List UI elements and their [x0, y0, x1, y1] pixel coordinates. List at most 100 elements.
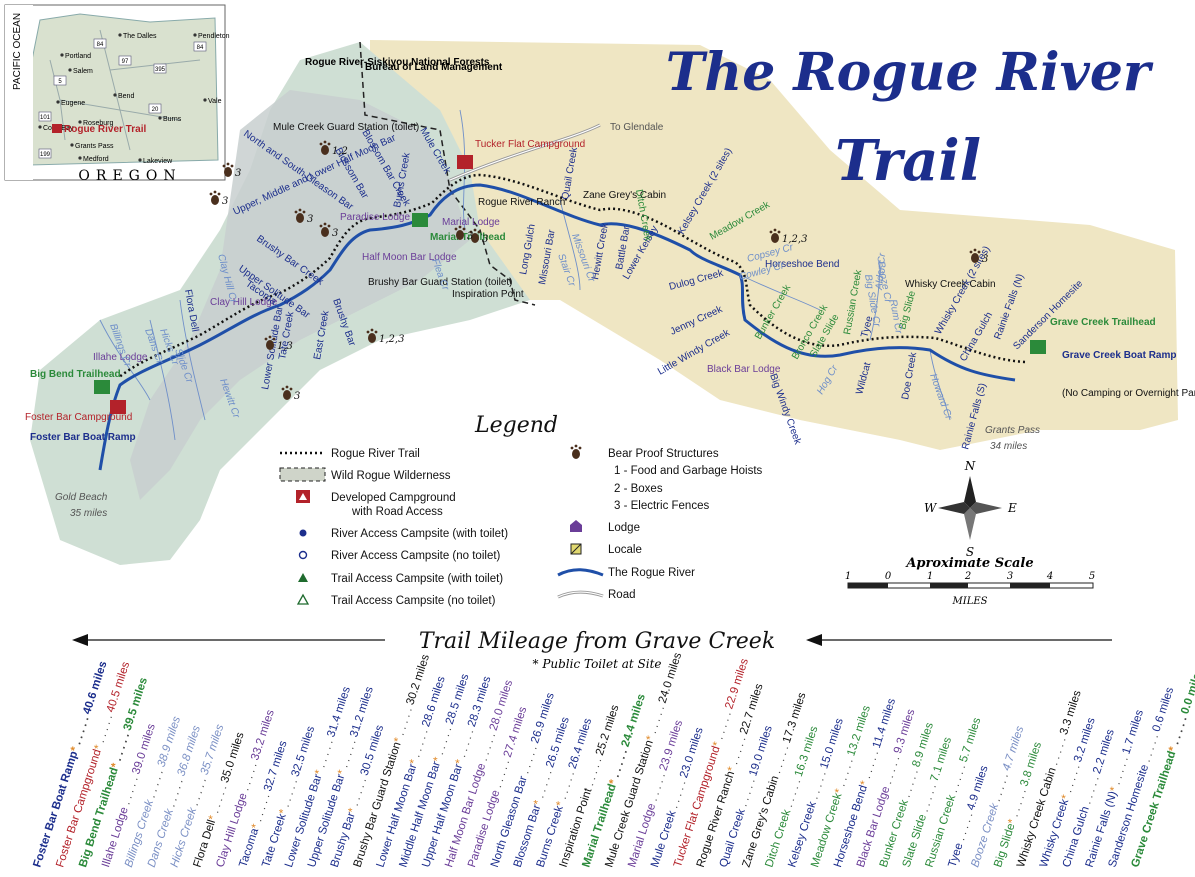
svg-text:with Road Access: with Road Access	[351, 506, 443, 518]
svg-text:Burns: Burns	[163, 116, 182, 123]
trailhead-icons	[94, 213, 1046, 394]
svg-text:Road: Road	[608, 589, 636, 601]
svg-text:Trail Access Campsite (with to: Trail Access Campsite (with toilet)	[331, 573, 503, 585]
svg-text:Foster Bar Boat Ramp: Foster Bar Boat Ramp	[30, 432, 136, 443]
svg-text:Grants Pass: Grants Pass	[75, 143, 114, 150]
svg-text:97: 97	[122, 59, 129, 65]
bear-proof-icon: 3	[454, 225, 473, 242]
inset-state-name: OREGON	[78, 168, 181, 184]
legend-item-river-camp-toilet: River Access Campsite (with toilet)	[299, 528, 508, 540]
bear-proof-icon: 3	[209, 190, 228, 207]
svg-text:Big Bend Trailhead: Big Bend Trailhead	[30, 369, 121, 380]
scale-tick-label: 1	[927, 571, 933, 582]
svg-text:3: 3	[235, 168, 241, 179]
compass-w: W	[924, 501, 938, 515]
svg-text:Trail Access Campsite (no toil: Trail Access Campsite (no toilet)	[331, 595, 496, 607]
legend-item-river: The Rogue River	[557, 567, 695, 579]
svg-text:Grants Pass: Grants Pass	[985, 425, 1040, 436]
svg-text:Tucker Flat Campground: Tucker Flat Campground	[475, 139, 585, 150]
inset-highway-shield: 84	[193, 41, 207, 52]
compass-n: N	[964, 459, 976, 473]
svg-text:Clay Hill Lodge: Clay Hill Lodge	[210, 297, 278, 308]
inset-city: Burns	[158, 116, 182, 123]
bear-proof-icon: 3	[281, 385, 300, 402]
svg-text:84: 84	[97, 42, 104, 48]
svg-text:Pendleton: Pendleton	[198, 33, 230, 40]
legend-item-campground: Developed Campground with Road Access	[296, 490, 456, 518]
svg-text:Rogue River Ranch: Rogue River Ranch	[478, 197, 565, 208]
svg-text:1 - Food and Garbage Hoists: 1 - Food and Garbage Hoists	[614, 465, 763, 477]
mileage-title: Trail Mileage from Grave Creek	[419, 629, 775, 654]
svg-text:Salem: Salem	[73, 68, 93, 75]
svg-text:Wild Rogue Wilderness: Wild Rogue Wilderness	[331, 470, 451, 482]
legend-item-wilderness: Wild Rogue Wilderness	[279, 467, 451, 482]
blm-region	[370, 40, 1178, 450]
svg-text:Marial Trailhead: Marial Trailhead	[430, 232, 506, 243]
svg-text:3: 3	[294, 391, 300, 402]
svg-text:Mule Creek Guard Station (toil: Mule Creek Guard Station (toilet)	[273, 122, 419, 133]
svg-text:3: 3	[332, 228, 338, 239]
scale-unit: MILES	[952, 596, 988, 607]
scale-tick-label: 5	[1089, 571, 1095, 582]
inset-city: Roseburg	[78, 120, 113, 127]
svg-text:5: 5	[58, 79, 62, 85]
svg-text:3: 3	[307, 214, 313, 225]
scale-tick-label: 2	[964, 571, 971, 582]
inset-trail-label: Rogue River Trail	[64, 124, 146, 135]
svg-text:3: 3	[482, 234, 488, 245]
legend-item-none: 2 - Boxes	[614, 483, 663, 495]
legend-item-trail: Rogue River Trail	[280, 448, 420, 460]
legend-item-none: 3 - Electric Fences	[614, 500, 709, 512]
svg-text:Locale: Locale	[608, 544, 642, 556]
inset-city: Pendleton	[193, 33, 230, 40]
svg-text:The Rogue River: The Rogue River	[608, 567, 695, 579]
map-title-line2: Trail	[835, 128, 981, 194]
rogue-river	[98, 183, 1016, 471]
toilet-note: * Public Toilet at Site	[533, 657, 662, 671]
svg-text:(No Camping or Overnight Parki: (No Camping or Overnight Parking)	[1062, 388, 1195, 399]
legend-item-trail-camp: Trail Access Campsite (no toilet)	[296, 593, 496, 607]
inset-city: Bend	[113, 93, 134, 100]
svg-text:Grave Creek Boat Ramp: Grave Creek Boat Ramp	[1062, 350, 1177, 361]
legend-item-lodge: Lodge	[570, 520, 640, 534]
streams	[99, 109, 951, 441]
scale-tick-label: 1	[845, 571, 851, 582]
svg-text:34 miles: 34 miles	[990, 441, 1027, 452]
bear-proof-icon: 1,3	[264, 335, 293, 352]
svg-text:1,3: 1,3	[277, 341, 293, 352]
bear-proof-icon: 3	[294, 208, 313, 225]
bear-proof-icon: 3	[969, 248, 988, 265]
inset-city: Eugene	[56, 100, 85, 107]
inset-city: Medford	[78, 156, 109, 163]
inset-highway-shield: 395	[153, 63, 167, 74]
inset-highway-shield: 101	[38, 111, 52, 122]
svg-text:35 miles: 35 miles	[70, 508, 107, 519]
svg-text:Black Bar Lodge: Black Bar Lodge	[707, 364, 781, 375]
svg-text:Half Moon Bar Lodge: Half Moon Bar Lodge	[362, 252, 457, 263]
svg-text:Illahe Lodge: Illahe Lodge	[93, 352, 148, 363]
svg-text:Inspiration Point: Inspiration Point	[452, 289, 524, 300]
svg-text:199: 199	[40, 152, 51, 158]
svg-text:The Dalles: The Dalles	[123, 33, 157, 40]
svg-text:Zane Grey's Cabin: Zane Grey's Cabin	[583, 190, 666, 201]
svg-text:Roseburg: Roseburg	[83, 120, 113, 127]
svg-text:1,2: 1,2	[332, 146, 348, 157]
legend-title: Legend	[474, 413, 558, 438]
bear-proof-icon: 1,2,3	[366, 328, 404, 345]
compass-s: S	[966, 545, 974, 559]
bear-proof-icon: 1,2,3	[769, 228, 807, 245]
svg-text:Foster Bar Campground: Foster Bar Campground	[25, 412, 132, 423]
svg-text:Marial Lodge: Marial Lodge	[442, 217, 500, 228]
scale-title: Aproximate Scale	[904, 556, 1033, 571]
forest-agency-label: Rogue River-Siskiyou National Forests	[305, 57, 490, 68]
legend-item-locale: Locale	[570, 543, 642, 556]
svg-text:Developed Campground: Developed Campground	[331, 492, 456, 504]
svg-text:Eugene: Eugene	[61, 100, 85, 107]
svg-text:River Access Campsite (with to: River Access Campsite (with toilet)	[331, 528, 508, 540]
